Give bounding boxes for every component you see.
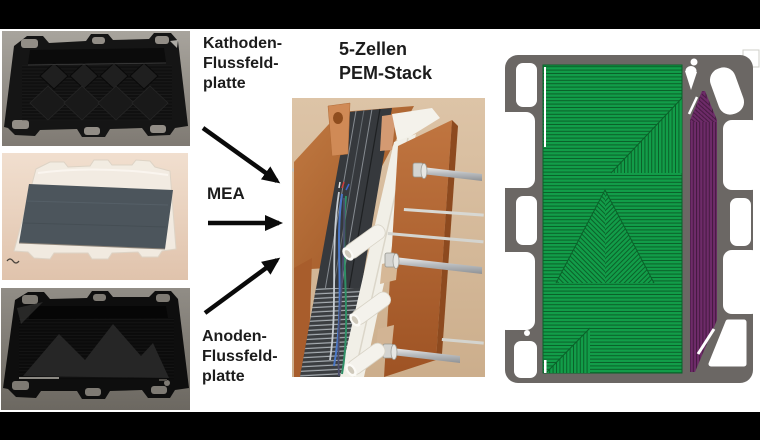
mea-illustration [2,153,188,280]
plate-edge-notches [497,112,760,330]
serpentine-channel-field-green [542,64,683,374]
anode-label: Anoden- Flussfeld- platte [202,327,278,387]
label-line: Kathoden- [203,35,283,52]
diamond-pattern-row-1 [39,62,159,90]
arrow-anode-to-stack [203,257,281,315]
label-line: MEA [207,184,245,203]
plate-edge-highlight [27,62,167,66]
alignment-hole-top [690,58,698,66]
membrane-highlight [37,168,169,176]
stack-title: 5-Zellen PEM-Stack [339,37,432,85]
inlet-channel-white-line [544,67,546,147]
gdl-texture-line [25,200,169,206]
anode-plate-illustration [1,288,190,410]
plate-corner-glint [17,302,43,324]
plate-tab-holes [12,294,170,396]
copper-current-collector-tab [327,102,351,157]
title-line: PEM-Stack [339,63,433,83]
plate-small-mark [159,379,167,381]
tie-bolt-2 [384,252,482,274]
white-insulator-block [392,108,440,144]
diamond-pattern-row-2 [29,85,169,121]
flow-field-cad-diagram [488,40,760,396]
ptfe-tube-2 [349,291,392,327]
gdl-texture-line-2 [22,222,167,228]
tie-bolt-3 [382,343,460,363]
arrow-cathode-to-stack [201,126,281,184]
label-line: platte [202,368,245,385]
plate-corner-glint [170,40,178,48]
plate-tab-holes [514,63,751,378]
zigzag-flow-pattern [23,324,169,378]
label-line: Flussfeld- [203,55,279,72]
ptfe-tube-3 [345,342,386,377]
title-line: 5-Zellen [339,39,408,59]
cathode-plate-photo [2,31,190,146]
plate-top-channel-bar [28,48,166,64]
handwritten-mark [6,258,20,264]
copper-tab-2 [380,114,396,151]
plate-top-channel-bar [29,306,168,319]
alignment-hole-bottom [524,330,530,336]
outlet-channel-white-line [544,360,547,373]
flow-field-cad-illustration [497,49,760,383]
gdl-bottom-shadow [18,242,166,250]
plate-tab-holes [12,36,169,135]
label-line: platte [203,75,246,92]
keyhole-cutout [685,66,697,90]
sensor-wires [329,181,350,377]
label-line: Flussfeld- [202,348,278,365]
gdl-electrode-area [19,184,173,249]
tie-bolt-1 [412,162,482,181]
pem-stack-photo [292,98,485,377]
coolant-channel-strip-purple [687,91,717,372]
top-black-bar [0,0,760,29]
pem-stack-illustration [292,98,485,377]
cathode-label: Kathoden- Flussfeld- platte [203,34,282,94]
cathode-plate-illustration [2,31,190,146]
highlight-slash-top [687,96,699,115]
highlight-slash-bottom [696,328,716,355]
mea-photo [2,153,188,280]
mea-label: MEA [207,184,245,204]
ptfe-tube-1 [342,224,386,261]
anode-plate-photo [1,288,190,410]
threaded-rods [387,208,484,345]
bottom-black-bar [0,412,760,440]
label-line: Anoden- [202,328,267,345]
